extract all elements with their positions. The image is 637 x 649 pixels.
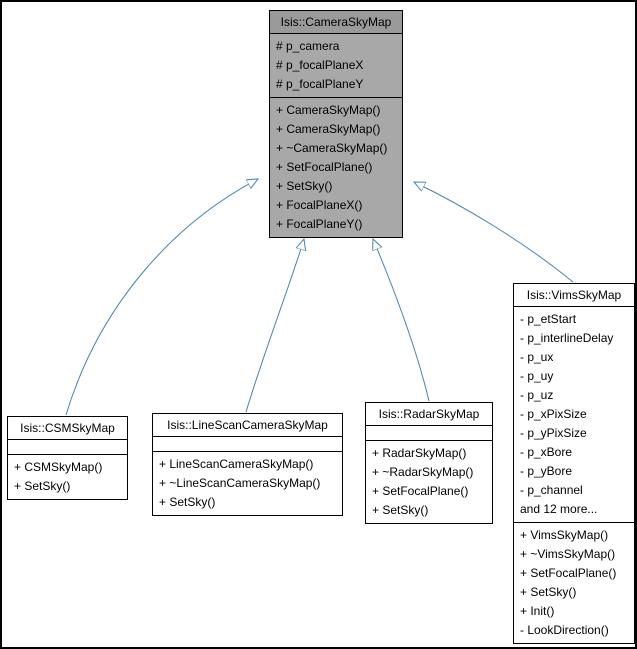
member-row: + RadarSkyMap(): [372, 446, 467, 460]
class-box-cameraskymap[interactable]: Isis::CameraSkyMap # p_camera# p_focalPl…: [269, 10, 403, 238]
member-row: + FocalPlaneX(): [276, 198, 363, 212]
member-row: # p_camera: [276, 39, 340, 53]
member-row: + CSMSkyMap(): [14, 460, 103, 474]
class-methods-csmskymap: + CSMSkyMap() + SetSky(): [8, 455, 127, 499]
member-row: + SetSky(): [159, 495, 216, 509]
member-row: - p_xBore: [520, 445, 573, 459]
member-row: + SetFocalPlane(): [520, 566, 617, 580]
member-row: - p_yPixSize: [520, 426, 587, 440]
class-title-vimsskymap: Isis::VimsSkyMap: [514, 284, 634, 307]
inheritance-arrow-linescan: [245, 239, 304, 413]
member-row: + ~LineScanCameraSkyMap(): [159, 476, 321, 490]
member-row: + ~RadarSkyMap(): [372, 465, 474, 479]
class-attributes-linescancameraskymap: [153, 437, 342, 452]
class-methods-radarskymap: + RadarSkyMap() + ~RadarSkyMap() + SetFoca…: [366, 441, 492, 523]
class-attributes-cameraskymap: # p_camera # p_focalPlaneX # p_focalPlaneY: [270, 34, 402, 98]
inheritance-arrow-csm: [65, 179, 258, 416]
class-methods-linescancameraskymap: + LineScanCameraSkyMap() + ~LineScanCamer…: [153, 452, 342, 515]
member-row: - p_interlineDelay: [520, 331, 614, 345]
class-methods-vimsskymap: + VimsSkyMap() + ~VimsSkyMap() + SetFocalP…: [514, 523, 634, 643]
class-attributes-vimsskymap: - p_etStart - p_interlineDelay - p_ux - p_u…: [514, 307, 634, 523]
member-row: and 12 more...: [520, 502, 598, 516]
member-row: - p_uz: [520, 388, 554, 402]
inheritance-arrow-vims: [414, 182, 574, 283]
member-row: - p_etStart: [520, 312, 577, 326]
class-box-vimsskymap[interactable]: Isis::VimsSkyMap - p_etStart- p_interlin…: [513, 283, 635, 644]
member-row: - p_ux: [520, 350, 554, 364]
class-methods-cameraskymap: + CameraSkyMap() + CameraSkyMap() + ~Camer…: [270, 98, 402, 237]
member-row: - p_channel: [520, 483, 583, 497]
class-title-linescancameraskymap: Isis::LineScanCameraSkyMap: [153, 414, 342, 437]
member-row: + SetFocalPlane(): [372, 484, 469, 498]
member-row: + SetSky(): [372, 503, 429, 517]
member-row: + SetSky(): [520, 585, 577, 599]
class-attributes-csmskymap: [8, 440, 127, 455]
member-row: + SetFocalPlane(): [276, 160, 373, 174]
member-row: + ~VimsSkyMap(): [520, 547, 616, 561]
member-row: + ~CameraSkyMap(): [276, 141, 388, 155]
member-row: - p_xPixSize: [520, 407, 587, 421]
member-row: + VimsSkyMap(): [520, 528, 609, 542]
member-row: + CameraSkyMap(): [276, 122, 381, 136]
member-row: + SetSky(): [14, 479, 71, 493]
class-box-radarskymap[interactable]: Isis::RadarSkyMap + RadarSkyMap()+ ~Rada…: [365, 402, 493, 524]
class-attributes-radarskymap: [366, 426, 492, 441]
member-row: - p_uy: [520, 369, 554, 383]
class-box-csmskymap[interactable]: Isis::CSMSkyMap + CSMSkyMap()+ SetSky(): [7, 416, 128, 500]
class-title-radarskymap: Isis::RadarSkyMap: [366, 403, 492, 426]
class-title-cameraskymap: Isis::CameraSkyMap: [270, 11, 402, 34]
class-title-csmskymap: Isis::CSMSkyMap: [8, 417, 127, 440]
member-row: # p_focalPlaneX: [276, 58, 364, 72]
member-row: + LineScanCameraSkyMap(): [159, 457, 314, 471]
member-row: + Init(): [520, 604, 555, 618]
member-row: + SetSky(): [276, 179, 333, 193]
member-row: + FocalPlaneY(): [276, 217, 363, 231]
member-row: - p_yBore: [520, 464, 573, 478]
member-row: + CameraSkyMap(): [276, 103, 381, 117]
member-row: - LookDirection(): [520, 623, 609, 637]
class-box-linescancameraskymap[interactable]: Isis::LineScanCameraSkyMap + LineScanCam…: [152, 413, 343, 516]
inheritance-arrow-radar: [373, 239, 430, 402]
member-row: # p_focalPlaneY: [276, 77, 364, 91]
